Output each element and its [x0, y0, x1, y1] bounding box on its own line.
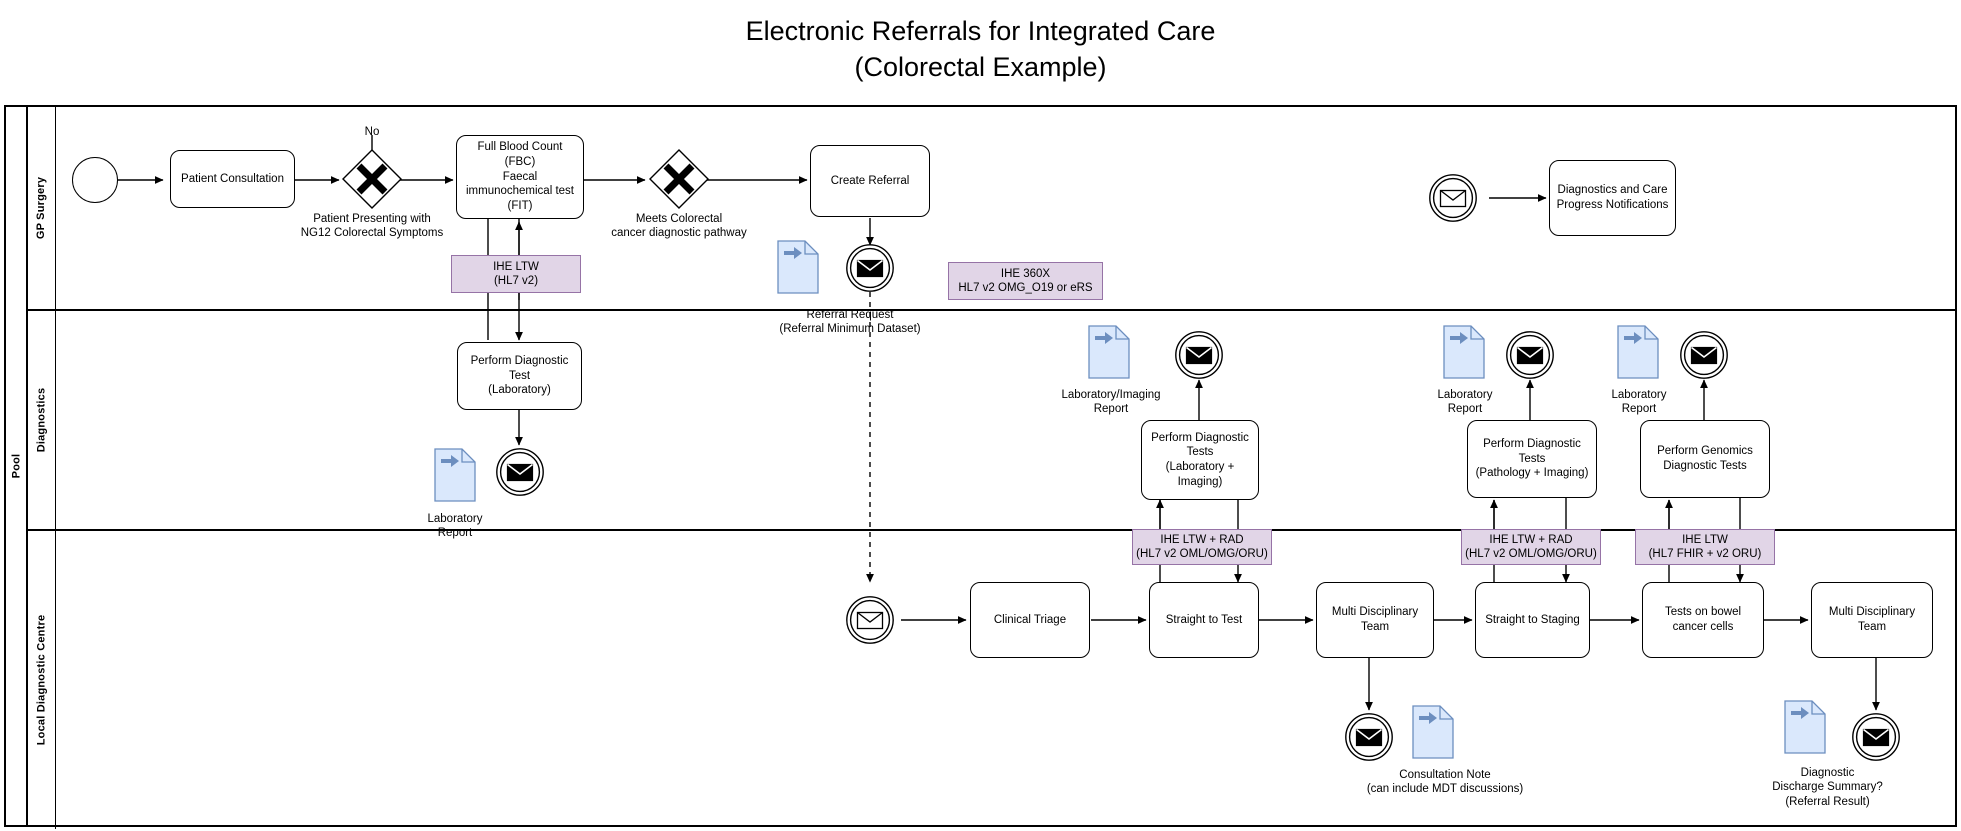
- annotation-ihe-ltw-hl7-v2: IHE LTW (HL7 v2): [451, 255, 581, 293]
- lane-label-local-diagnostic-centre: Local Diagnostic Centre: [28, 531, 56, 829]
- gateway-ng12-colorectal-symptoms[interactable]: [341, 148, 403, 210]
- event-consultation-note-sent[interactable]: [1344, 712, 1394, 762]
- task-patient-consultation[interactable]: Patient Consultation: [170, 150, 295, 208]
- task-perform-diagnostic-test-laboratory[interactable]: Perform Diagnostic Test (Laboratory): [457, 342, 582, 410]
- task-diagnostics-care-progress-notifications[interactable]: Diagnostics and Care Progress Notificati…: [1549, 160, 1676, 236]
- task-full-blood-count-fit[interactable]: Full Blood Count (FBC) Faecal immunochem…: [456, 135, 584, 219]
- annotation-ihe-ltw-rad-2: IHE LTW + RAD (HL7 v2 OML/OMG/ORU): [1461, 529, 1601, 565]
- lane-label-diagnostics: Diagnostics: [28, 311, 56, 529]
- data-object-discharge-summary: [1784, 700, 1826, 754]
- page-title: Electronic Referrals for Integrated Care…: [0, 14, 1961, 85]
- task-straight-to-test[interactable]: Straight to Test: [1149, 582, 1259, 658]
- task-multi-disciplinary-team-1[interactable]: Multi Disciplinary Team: [1316, 582, 1434, 658]
- annotation-ihe-ltw-fhir: IHE LTW (HL7 FHIR + v2 ORU): [1635, 529, 1775, 565]
- event-lab-report-sent-3[interactable]: [1679, 330, 1729, 380]
- event-notifications-received[interactable]: [1428, 173, 1478, 223]
- gateway-ng12-caption: Patient Presenting with NG12 Colorectal …: [300, 213, 444, 240]
- task-create-referral[interactable]: Create Referral: [810, 145, 930, 217]
- data-object-laboratory-report-1-caption: Laboratory Report: [427, 513, 483, 540]
- data-object-referral-request: [777, 240, 819, 294]
- task-clinical-triage[interactable]: Clinical Triage: [970, 582, 1090, 658]
- event-referral-received[interactable]: [845, 595, 895, 645]
- event-lab-report-sent-2[interactable]: [1505, 330, 1555, 380]
- data-object-consultation-note-caption: Consultation Note (can include MDT discu…: [1366, 769, 1524, 796]
- page-title-line2: (Colorectal Example): [854, 51, 1107, 82]
- data-object-laboratory-report-2: [1443, 325, 1485, 379]
- event-start[interactable]: [72, 157, 118, 203]
- lane-diagnostics: Diagnostics: [28, 309, 1957, 529]
- task-tests-on-bowel-cancer-cells[interactable]: Tests on bowel cancer cells: [1642, 582, 1764, 658]
- event-referral-sent[interactable]: [845, 243, 895, 293]
- event-lab-imaging-report-sent[interactable]: [1174, 330, 1224, 380]
- lane-label-gp-surgery: GP Surgery: [28, 107, 56, 309]
- data-object-referral-request-caption: Referral Request (Referral Minimum Datas…: [779, 309, 921, 336]
- annotation-ihe-360x: IHE 360X HL7 v2 OMG_O19 or eRS: [948, 262, 1103, 300]
- data-object-discharge-summary-caption: Diagnostic Discharge Summary? (Referral …: [1772, 767, 1883, 808]
- pool-label: Pool: [6, 107, 28, 825]
- gateway-ng12-no-stub: [371, 135, 373, 151]
- task-multi-disciplinary-team-2[interactable]: Multi Disciplinary Team: [1811, 582, 1933, 658]
- data-object-laboratory-report-3-caption: Laboratory Report: [1611, 389, 1667, 416]
- data-object-laboratory-imaging-report-caption: Laboratory/Imaging Report: [1061, 389, 1161, 416]
- task-perform-diagnostic-tests-laboratory-imaging[interactable]: Perform Diagnostic Tests (Laboratory + I…: [1141, 420, 1259, 500]
- data-object-laboratory-report-1: [434, 448, 476, 502]
- gateway-meets-pathway-caption: Meets Colorectal cancer diagnostic pathw…: [611, 213, 747, 240]
- task-perform-diagnostic-tests-pathology-imaging[interactable]: Perform Diagnostic Tests (Pathology + Im…: [1467, 420, 1597, 498]
- data-object-laboratory-imaging-report: [1088, 325, 1130, 379]
- task-perform-genomics-diagnostic-tests[interactable]: Perform Genomics Diagnostic Tests: [1640, 420, 1770, 498]
- data-object-laboratory-report-3: [1617, 325, 1659, 379]
- gateway-ng12-flow-label: No: [364, 126, 380, 138]
- lane-label-local-diagnostic-centre-text: Local Diagnostic Centre: [35, 614, 48, 746]
- annotation-ihe-ltw-rad-1: IHE LTW + RAD (HL7 v2 OML/OMG/ORU): [1132, 529, 1272, 565]
- event-lab-report-sent-1[interactable]: [495, 447, 545, 497]
- lane-label-gp-surgery-text: GP Surgery: [35, 176, 48, 240]
- data-object-laboratory-report-2-caption: Laboratory Report: [1437, 389, 1493, 416]
- lane-gp-surgery: GP Surgery: [28, 107, 1957, 309]
- task-straight-to-staging[interactable]: Straight to Staging: [1475, 582, 1590, 658]
- lane-label-diagnostics-text: Diagnostics: [35, 387, 48, 453]
- page-title-line1: Electronic Referrals for Integrated Care: [745, 16, 1216, 46]
- gateway-meets-colorectal-pathway[interactable]: [648, 148, 710, 210]
- lane-local-diagnostic-centre: Local Diagnostic Centre: [28, 529, 1957, 829]
- pool-label-text: Pool: [10, 453, 23, 479]
- data-object-consultation-note: [1412, 705, 1454, 759]
- event-discharge-summary-sent[interactable]: [1851, 712, 1901, 762]
